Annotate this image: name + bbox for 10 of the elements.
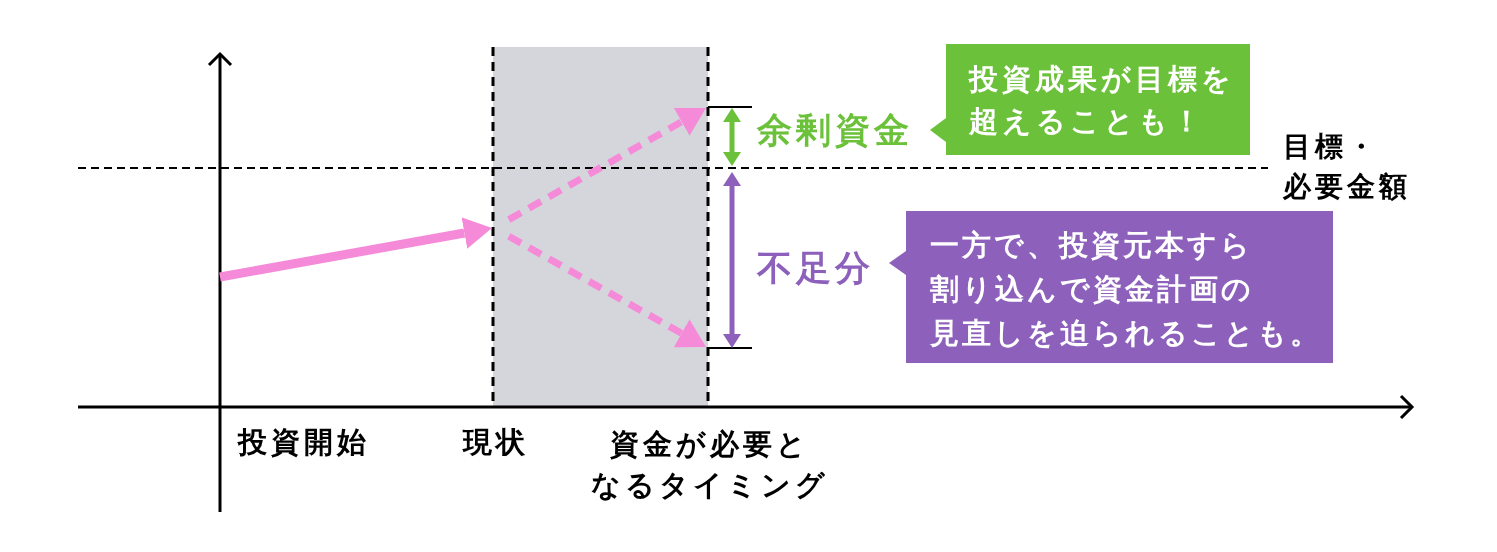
callout-bubble <box>930 44 1250 155</box>
target-label: 目標・必要金額 <box>1283 129 1411 205</box>
dimension-label: 不足分 <box>757 248 874 288</box>
axis-label: 現状 <box>463 424 529 461</box>
callout-bubble <box>889 211 1333 363</box>
dimension-label: 余剰資金 <box>757 110 913 150</box>
axis-label: 投資開始 <box>238 424 370 461</box>
callout-text: 一方で、投資元本すら割り込んで資金計画の見直しを迫られることも。 <box>930 227 1322 352</box>
axis-label: 資金が必要となるタイミング <box>591 426 829 504</box>
callout-text: 投資成果が目標を超えることも！ <box>969 61 1235 140</box>
